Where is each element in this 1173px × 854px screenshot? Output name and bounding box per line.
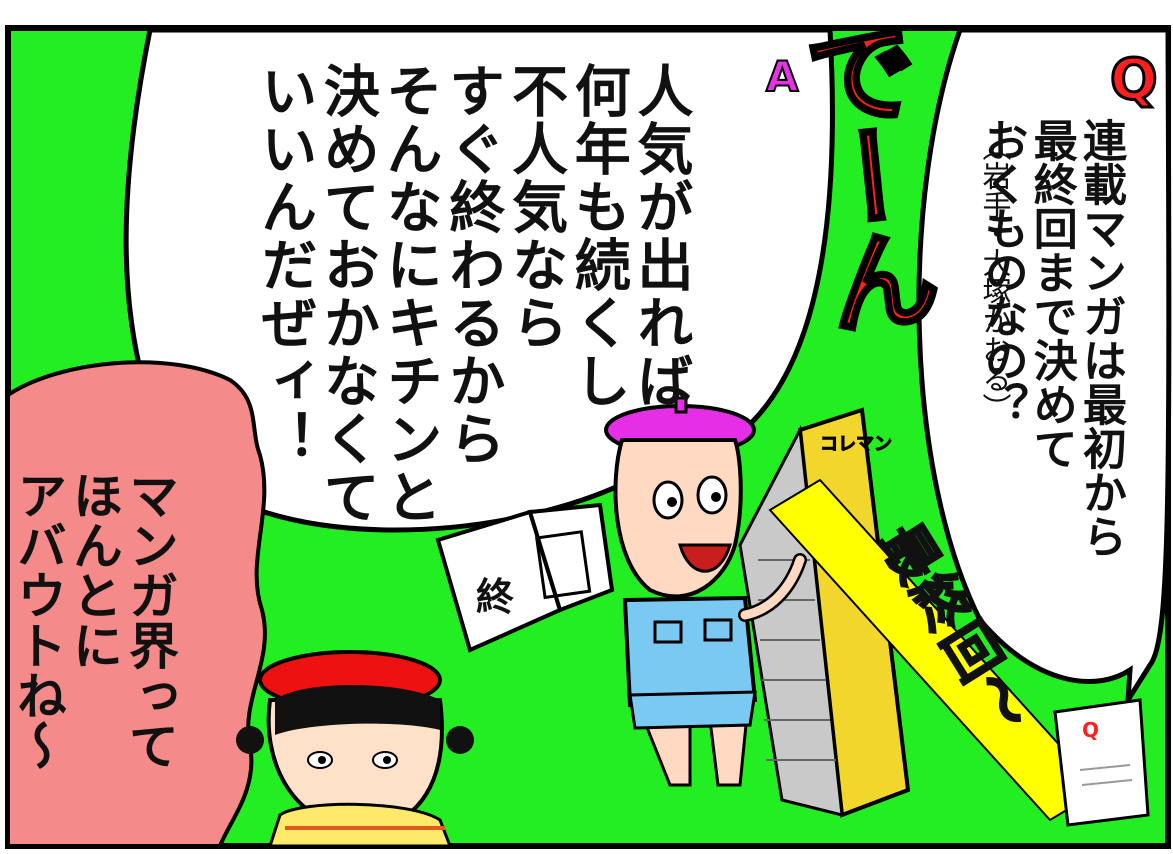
question-bubble — [916, 27, 1172, 702]
asker-name: （岩手・大塚かおる） — [978, 132, 1012, 422]
girl-remark: マンガ界って ほんとに アバウトね〜 — [9, 470, 179, 770]
answer-bubble — [123, 27, 835, 533]
question-text: 連載マンガは最初から 最終回まで決めて おくものなの？ — [976, 118, 1126, 558]
question-label: Q — [1109, 47, 1160, 115]
remark-bubble — [6, 360, 267, 848]
answer-text: 人気が出れば 何年も続くし 不人気なら すぐ終わるから そんなにキチンと 決めて… — [251, 62, 693, 526]
paper-sheet — [1053, 698, 1150, 827]
girl-character — [236, 650, 474, 848]
answer-label: A — [765, 51, 799, 102]
man-character — [604, 396, 807, 787]
book-page-text: 終 — [476, 575, 515, 619]
paper-label: Q — [1082, 718, 1100, 742]
sound-effect: でーん — [781, 10, 945, 338]
open-book — [435, 502, 615, 653]
manga-stack-title: コレマン — [820, 434, 893, 456]
